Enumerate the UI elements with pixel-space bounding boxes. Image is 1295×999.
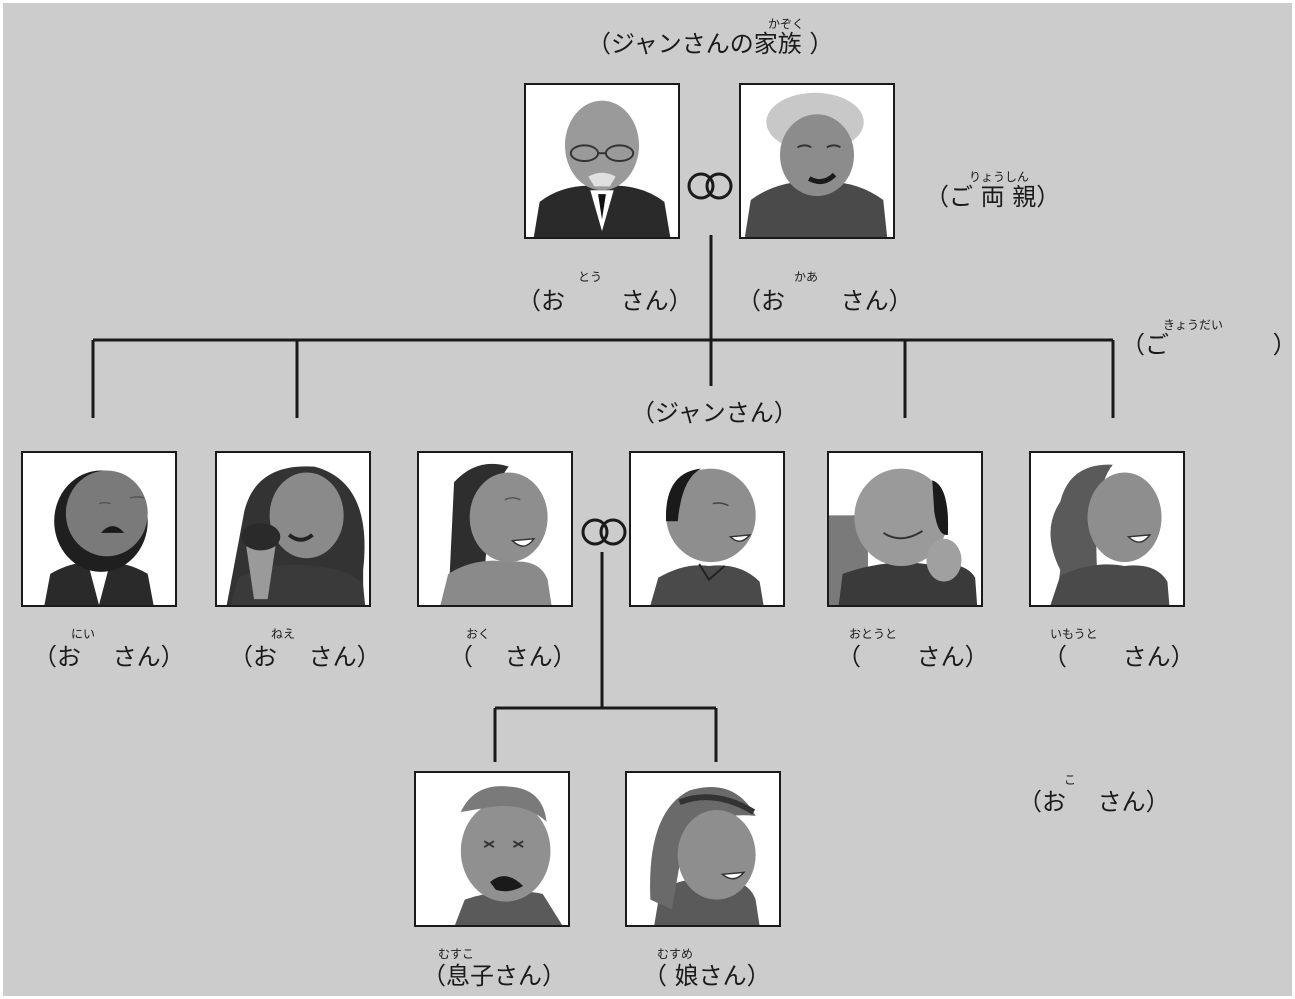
older-brother-portrait — [21, 451, 177, 607]
parents-group-label: （ご 両 親） — [925, 183, 1061, 211]
younger-sister-furigana: いもうと — [1050, 627, 1098, 641]
mother-furigana: かあ — [794, 270, 819, 284]
siblings-group-label: （ご ） — [1121, 331, 1295, 359]
older-brother-label: （お さん） — [33, 643, 185, 671]
self-label: （ジャンさん） — [631, 399, 798, 427]
siblings-group-furigana: きょうだい — [1163, 318, 1224, 332]
younger-brother-label: （ さん） — [837, 643, 989, 671]
children-group-furigana: こ — [1064, 773, 1077, 787]
father-label: （お さん） — [517, 287, 693, 315]
son-furigana: むすこ — [438, 947, 475, 961]
younger-sister-portrait — [1029, 451, 1185, 607]
wife-label: （ さん） — [449, 643, 577, 671]
father-furigana: とう — [578, 270, 603, 284]
mother-portrait — [739, 83, 895, 239]
younger-brother-furigana: おとうと — [849, 627, 898, 641]
wife-furigana: おく — [466, 627, 491, 641]
older-sister-label: （お さん） — [229, 643, 381, 671]
wife-portrait — [417, 451, 573, 607]
father-portrait — [524, 83, 680, 239]
parents-group-furigana: りょうしん — [969, 170, 1030, 184]
diagram-title: （ジャンさんの家族 ） — [587, 30, 834, 58]
older-sister-portrait — [215, 451, 371, 607]
couple-marriage-rings-icon — [581, 518, 627, 546]
title-furigana: かぞく — [768, 17, 805, 31]
daughter-label: （ 娘さん） — [643, 962, 771, 990]
children-group-label: （お さん） — [1018, 788, 1170, 816]
parents-marriage-rings-icon — [687, 172, 733, 200]
jean-portrait — [629, 451, 785, 607]
mother-label: （お さん） — [737, 287, 913, 315]
older-sister-furigana: ねえ — [271, 627, 296, 641]
older-brother-furigana: にい — [71, 627, 96, 641]
son-label: （息子さん） — [422, 962, 566, 990]
younger-brother-portrait — [827, 451, 983, 607]
daughter-portrait — [625, 771, 781, 927]
daughter-furigana: むすめ — [657, 947, 694, 961]
son-portrait — [414, 771, 570, 927]
younger-sister-label: （ さん） — [1043, 643, 1195, 671]
